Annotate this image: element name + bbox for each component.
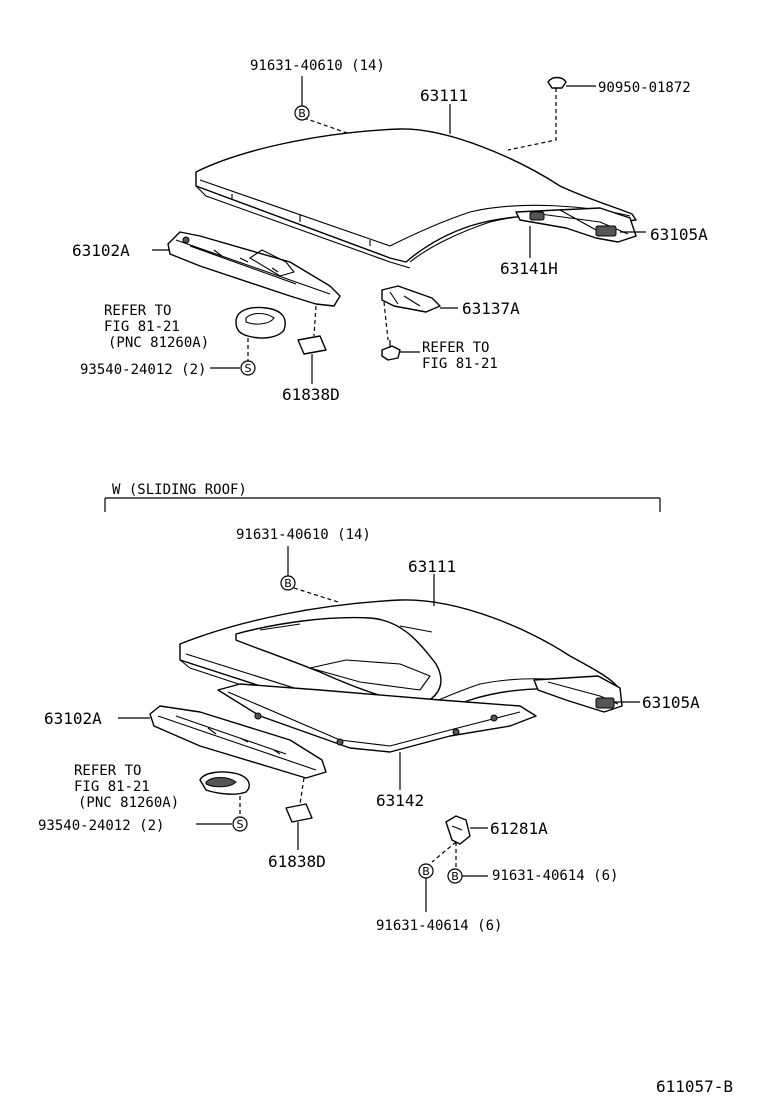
label-61281a: 61281A [490,819,548,838]
sunroof-frame-63142-part [217,683,537,753]
refer-to-label-1: REFER TO [104,303,171,319]
figure-code: 611057-B [656,1077,733,1096]
marker-s-label: S [245,362,252,375]
label-61838d-bottom: 61838D [268,852,326,871]
section-title: W (SLIDING ROOF) [112,482,247,498]
front-bracket-63102a-part [167,231,341,307]
marker-b-bottom-2: B [447,868,463,884]
marker-b-label: B [451,870,459,883]
top-leaders [152,76,646,384]
label-63142: 63142 [376,791,424,810]
marker-s-top: S [240,360,256,376]
marker-b-bottom-3: B [418,863,434,879]
label-63105a-bottom: 63105A [642,693,700,712]
pad-61838d-bottom-part [285,803,313,823]
label-91631-40614-right: 91631-40614 (6) [492,868,618,884]
bottom-leaders [118,546,640,912]
top-section: B S 91631-40610 (14) 63111 90950-01872 6… [72,58,708,404]
visor-holder-bottom-part [199,771,250,795]
label-91631-40610-top: 91631-40610 (14) [250,58,385,74]
marker-s-bottom: S [232,816,248,832]
pad-61838d-part [297,335,327,355]
label-90950-01872: 90950-01872 [598,80,691,96]
bottom-section: W (SLIDING ROOF) [38,482,700,934]
label-91631-40610-bottom: 91631-40610 (14) [236,527,371,543]
label-91631-40614-below: 91631-40614 (6) [376,918,502,934]
roof-headliner-part [195,128,637,269]
label-63137a: 63137A [462,299,520,318]
label-63105a-top: 63105A [650,225,708,244]
refer-to-label-2: REFER TO [422,340,489,356]
marker-b-label: B [298,107,306,120]
label-63141h: 63141H [500,259,558,278]
marker-b-label: B [284,577,292,590]
label-93540-top: 93540-24012 (2) [80,362,206,378]
refer-fig-label-1: FIG 81-21 [104,319,180,335]
section-bracket [104,497,661,512]
marker-s-label: S [237,818,244,831]
screw-part [381,340,401,361]
clip-63137a-part [381,285,441,313]
clip-90950-part [547,76,567,89]
refer-pnc-label-3: (PNC 81260A) [78,795,179,811]
refer-fig-label-3: FIG 81-21 [74,779,150,795]
marker-b-bottom-1: B [280,575,296,591]
refer-fig-label-2: FIG 81-21 [422,356,498,372]
label-63102a-bottom: 63102A [44,709,102,728]
refer-to-label-3: REFER TO [74,763,141,779]
rear-bracket-63105a-bottom-part [533,675,623,713]
clip-61281a-part [445,815,471,845]
front-bracket-63102a-bottom-part [149,705,327,779]
rear-bracket-63105a-part [515,207,637,243]
marker-b-top: B [294,105,310,121]
label-63102a-top: 63102A [72,241,130,260]
refer-pnc-label-1: (PNC 81260A) [108,335,209,351]
label-93540-bottom: 93540-24012 (2) [38,818,164,834]
label-63111-bottom: 63111 [408,557,456,576]
marker-b-label: B [422,865,430,878]
label-61838d-top: 61838D [282,385,340,404]
visor-holder-part [235,306,286,339]
label-63111-top: 63111 [420,86,468,105]
